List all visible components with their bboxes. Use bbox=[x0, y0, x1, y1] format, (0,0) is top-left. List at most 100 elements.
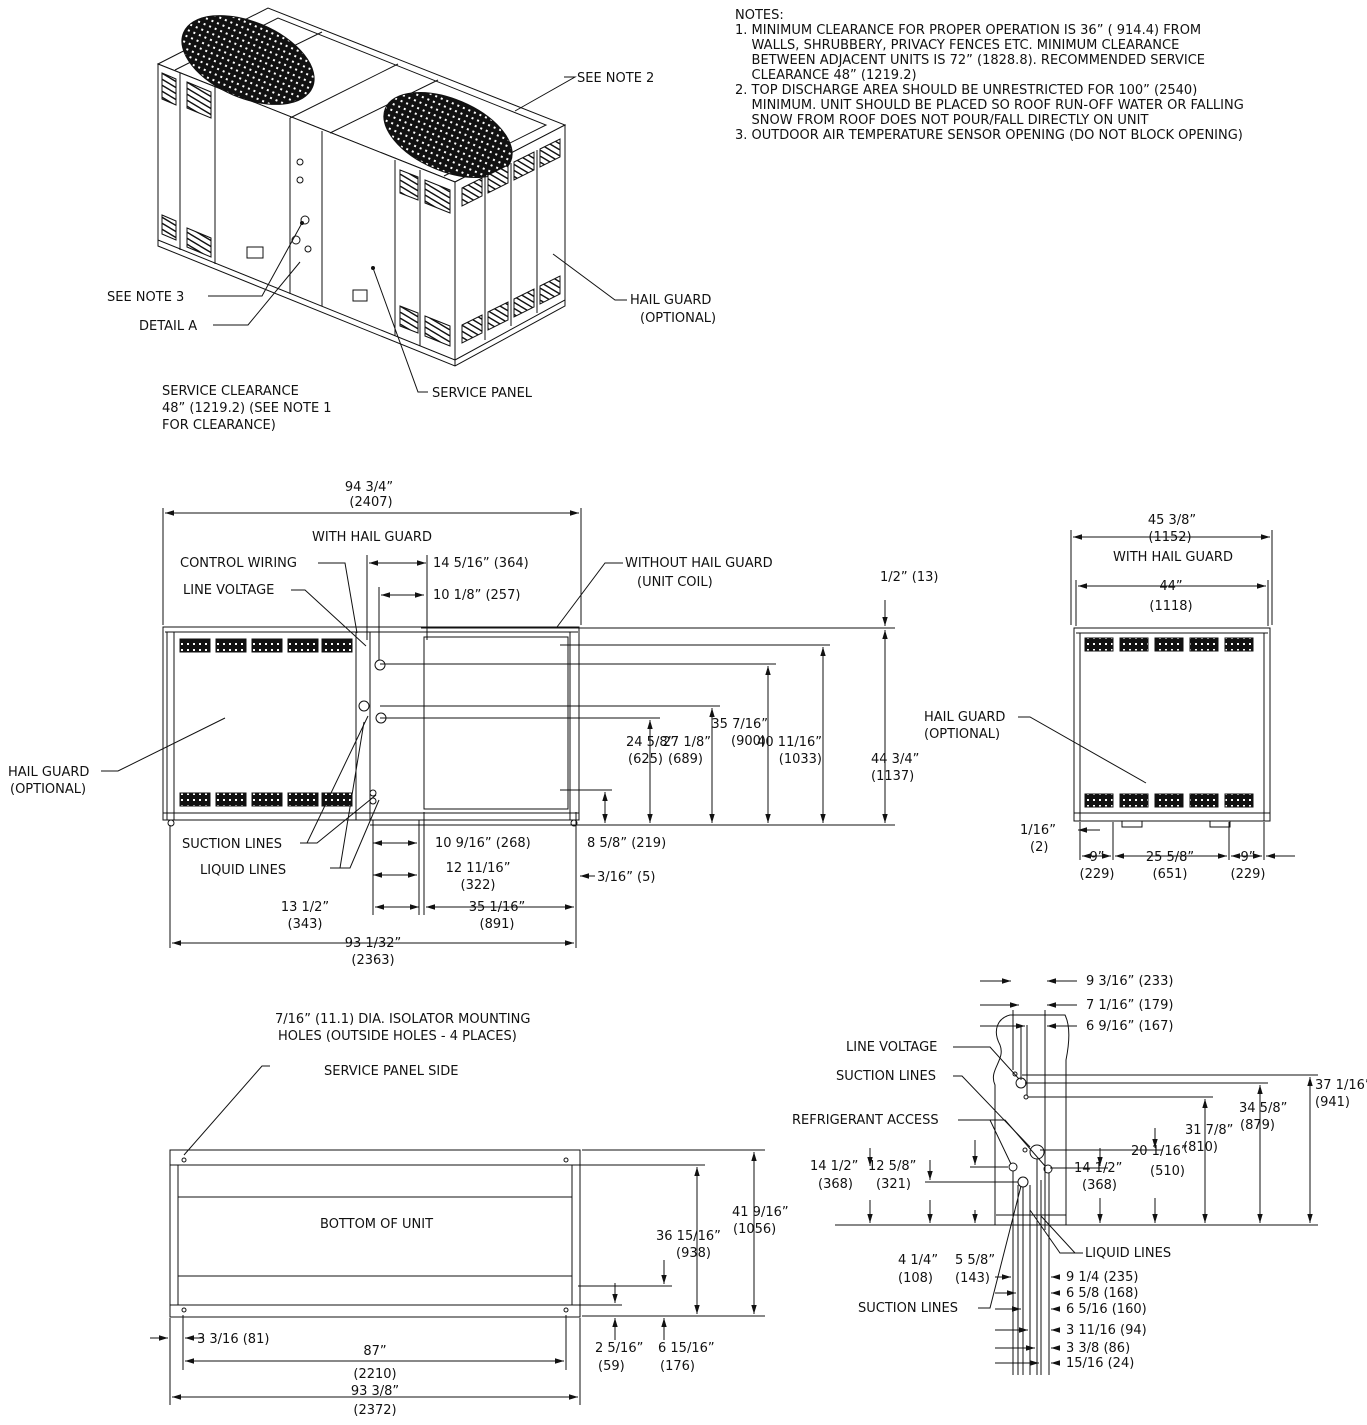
dim-44-3-4-mm: (1137) bbox=[871, 769, 914, 784]
isometric-view bbox=[156, 7, 627, 393]
dim-37-1-16-mm: (941) bbox=[1315, 1095, 1350, 1110]
note-line: 3. OUTDOOR AIR TEMPERATURE SENSOR OPENIN… bbox=[735, 128, 1243, 143]
dim-5-5-8-mm: (143) bbox=[955, 1271, 990, 1286]
label-hail-guard: HAIL GUARD bbox=[8, 765, 89, 780]
label-suction-lines: SUCTION LINES bbox=[182, 837, 282, 852]
dim-4-1-4: 4 1/4” bbox=[898, 1253, 938, 1268]
fan-grille-1 bbox=[181, 15, 315, 105]
label-without-hail-guard: WITHOUT HAIL GUARD bbox=[625, 556, 773, 571]
dim-14-1-2-left: 14 1/2” bbox=[810, 1159, 858, 1174]
dim-94-3-4: 94 3/4” bbox=[345, 480, 393, 495]
label-service-clearance: SERVICE CLEARANCE bbox=[162, 384, 299, 399]
dim-25-5-8: 25 5/8” bbox=[1146, 850, 1194, 865]
label-hail-guard: HAIL GUARD bbox=[924, 710, 1005, 725]
dim-2-5-16-mm: (59) bbox=[598, 1359, 625, 1374]
dim-34-5-8-mm: (879) bbox=[1240, 1118, 1275, 1133]
dim-37-1-16: 37 1/16” bbox=[1315, 1078, 1367, 1093]
dim-36-15-16: 36 15/16” bbox=[656, 1229, 721, 1244]
dim-3-3-16: 3 3/16 (81) bbox=[197, 1332, 269, 1347]
dim-14-1-2-right: 14 1/2” bbox=[1074, 1161, 1122, 1176]
dim-9-right: 9” bbox=[1240, 850, 1255, 865]
label-service-panel: SERVICE PANEL bbox=[432, 386, 533, 401]
dim-12-11-16-mm: (322) bbox=[461, 878, 496, 893]
dim-13-1-2-mm: (343) bbox=[288, 917, 323, 932]
dim-44-mm: (1118) bbox=[1149, 599, 1192, 614]
note-line: MINIMUM. UNIT SHOULD BE PLACED SO ROOF R… bbox=[735, 98, 1244, 113]
label-detail-a: DETAIL A bbox=[139, 319, 197, 334]
dim-35-7-16: 35 7/16” bbox=[711, 717, 768, 732]
dim-6-9-16: 6 9/16” (167) bbox=[1086, 1019, 1173, 1034]
detail-a-view bbox=[835, 978, 1318, 1375]
dim-3-16: 3/16” (5) bbox=[597, 870, 655, 885]
dim-35-1-16-mm: (891) bbox=[480, 917, 515, 932]
front-view bbox=[101, 508, 895, 948]
label-service-panel-side: SERVICE PANEL SIDE bbox=[324, 1064, 458, 1079]
dim-3-11-16: 3 11/16 (94) bbox=[1066, 1323, 1147, 1338]
dim-9-1-4: 9 1/4 (235) bbox=[1066, 1270, 1138, 1285]
label-hail-guard-optional: (OPTIONAL) bbox=[924, 727, 1000, 742]
dim-1-16-mm: (2) bbox=[1030, 840, 1048, 855]
dim-27-1-8-mm: (689) bbox=[668, 752, 703, 767]
label-hail-guard: HAIL GUARD bbox=[630, 293, 711, 308]
dim-4-1-4-mm: (108) bbox=[898, 1271, 933, 1286]
dim-6-5-16: 6 5/16 (160) bbox=[1066, 1302, 1147, 1317]
dim-93-1-32: 93 1/32” bbox=[345, 936, 402, 951]
dim-14-1-2-left-mm: (368) bbox=[818, 1177, 853, 1192]
dim-20-1-16: 20 1/16” bbox=[1131, 1144, 1188, 1159]
dim-20-1-16-mm: (510) bbox=[1150, 1164, 1185, 1179]
dim-41-9-16: 41 9/16” bbox=[732, 1205, 789, 1220]
dim-1-2: 1/2” (13) bbox=[880, 570, 938, 585]
dim-12-5-8: 12 5/8” bbox=[868, 1159, 916, 1174]
dim-41-9-16-mm: (1056) bbox=[733, 1222, 776, 1237]
dim-12-11-16: 12 11/16” bbox=[446, 861, 511, 876]
label-suction-lines: SUCTION LINES bbox=[858, 1301, 958, 1316]
dim-9-3-16: 9 3/16” (233) bbox=[1086, 974, 1173, 989]
dim-7-1-16: 7 1/16” (179) bbox=[1086, 998, 1173, 1013]
dim-27-1-8: 27 1/8” bbox=[663, 735, 711, 750]
note-line: CLEARANCE 48” (1219.2) bbox=[735, 68, 917, 83]
dim-36-15-16-mm: (938) bbox=[676, 1246, 711, 1261]
dim-13-1-2: 13 1/2” bbox=[281, 900, 329, 915]
dim-24-5-8: 24 5/8” bbox=[626, 735, 674, 750]
notes-block: NOTES: 1. MINIMUM CLEARANCE FOR PROPER O… bbox=[735, 8, 1345, 143]
dim-14-5-16: 14 5/16” (364) bbox=[433, 556, 529, 571]
note-line: 2. TOP DISCHARGE AREA SHOULD BE UNRESTRI… bbox=[735, 83, 1198, 98]
label-hail-guard-optional: (OPTIONAL) bbox=[10, 782, 86, 797]
dim-9-right-mm: (229) bbox=[1231, 867, 1266, 882]
label-isolator-holes: 7/16” (11.1) DIA. ISOLATOR MOUNTING bbox=[275, 1012, 530, 1027]
label-line-voltage: LINE VOLTAGE bbox=[183, 583, 274, 598]
label-hail-guard-optional: (OPTIONAL) bbox=[640, 311, 716, 326]
dim-24-5-8-mm: (625) bbox=[628, 752, 663, 767]
dim-6-15-16-mm: (176) bbox=[660, 1359, 695, 1374]
dim-93-3-8: 93 3/8” bbox=[351, 1384, 399, 1399]
label-bottom-of-unit: BOTTOM OF UNIT bbox=[320, 1217, 433, 1232]
dim-6-5-8: 6 5/8 (168) bbox=[1066, 1286, 1138, 1301]
dim-12-5-8-mm: (321) bbox=[876, 1177, 911, 1192]
dim-45-3-8: 45 3/8” bbox=[1148, 513, 1196, 528]
dim-94-3-4-mm: (2407) bbox=[349, 495, 392, 510]
dim-9-left: 9” bbox=[1089, 850, 1104, 865]
side-view bbox=[1018, 530, 1295, 860]
note-line: 1. MINIMUM CLEARANCE FOR PROPER OPERATIO… bbox=[735, 23, 1202, 38]
dim-87-mm: (2210) bbox=[353, 1367, 396, 1382]
dim-44-3-4: 44 3/4” bbox=[871, 752, 919, 767]
dim-8-5-8: 8 5/8” (219) bbox=[587, 836, 666, 851]
dim-10-9-16: 10 9/16” (268) bbox=[435, 836, 531, 851]
dim-93-1-32-mm: (2363) bbox=[351, 953, 394, 968]
dim-14-1-2-right-mm: (368) bbox=[1082, 1178, 1117, 1193]
label-line-voltage: LINE VOLTAGE bbox=[846, 1040, 937, 1055]
dim-31-7-8-mm: (810) bbox=[1183, 1140, 1218, 1155]
dim-31-7-8: 31 7/8” bbox=[1185, 1123, 1233, 1138]
label-see-note-3: SEE NOTE 3 bbox=[107, 290, 184, 305]
bottom-view bbox=[150, 1065, 765, 1405]
dim-45-3-8-mm: (1152) bbox=[1148, 530, 1191, 545]
label-with-hail-guard: WITH HAIL GUARD bbox=[312, 530, 432, 545]
dim-93-3-8-mm: (2372) bbox=[353, 1403, 396, 1418]
dim-40-11-16: 40 11/16” bbox=[757, 735, 822, 750]
dim-40-11-16-mm: (1033) bbox=[779, 752, 822, 767]
label-liquid-lines: LIQUID LINES bbox=[1085, 1246, 1171, 1261]
note-line: WALLS, SHRUBBERY, PRIVACY FENCES ETC. MI… bbox=[735, 38, 1180, 53]
dim-25-5-8-mm: (651) bbox=[1153, 867, 1188, 882]
